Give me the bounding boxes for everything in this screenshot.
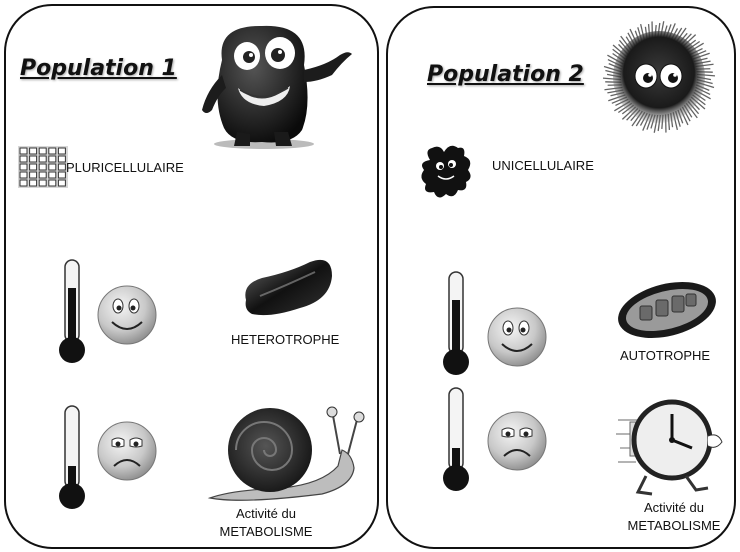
cell-type-label: PLURICELLULAIRE bbox=[66, 160, 184, 175]
nutrition-label: HETEROTROPHE bbox=[231, 332, 339, 347]
population-2-title: Population 2 bbox=[427, 62, 584, 87]
population-2-panel: Population 2 UNICELLULAIRE bbox=[386, 6, 736, 549]
microbe-icon bbox=[418, 142, 474, 202]
fuzzy-ball-icon bbox=[604, 22, 714, 132]
sad-face-icon bbox=[96, 420, 158, 482]
running-clock-icon bbox=[616, 392, 728, 498]
population-1-panel: Population 1 PLURICELLULAIRE bbox=[4, 4, 379, 549]
chloroplast-icon bbox=[614, 276, 720, 342]
mitochondria-icon bbox=[240, 256, 336, 318]
snail-icon bbox=[202, 406, 372, 506]
metabolism-label-line1: Activité du bbox=[624, 500, 724, 515]
metabolism-label-line2: METABOLISME bbox=[624, 518, 724, 533]
happy-face-icon bbox=[486, 306, 548, 368]
metabolism-label-line1: Activité du bbox=[216, 506, 316, 521]
thermometer-high-icon bbox=[56, 258, 90, 370]
population-1-title: Population 1 bbox=[20, 56, 177, 81]
cell-grid-icon bbox=[18, 146, 68, 188]
happy-face-icon bbox=[96, 284, 158, 346]
sad-face-icon bbox=[486, 410, 548, 472]
thermometer-low-icon bbox=[56, 404, 90, 522]
furry-monster-icon bbox=[192, 20, 362, 150]
nutrition-label: AUTOTROPHE bbox=[620, 348, 710, 363]
cell-type-label: UNICELLULAIRE bbox=[492, 158, 594, 173]
thermometer-low-icon bbox=[440, 386, 474, 504]
metabolism-label-line2: METABOLISME bbox=[216, 524, 316, 539]
thermometer-high-icon bbox=[440, 270, 474, 382]
